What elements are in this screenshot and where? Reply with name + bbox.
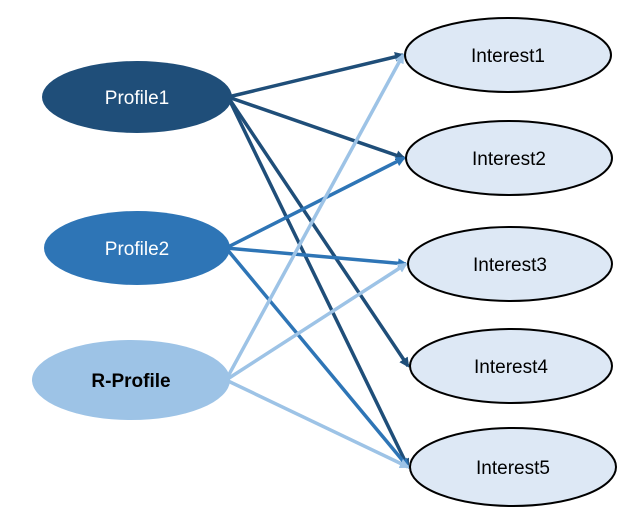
- edge-profile2-to-interest2: [225, 156, 406, 250]
- node-shape-profile1: [42, 61, 232, 133]
- edge-rprofile-to-interest5: [225, 378, 410, 469]
- node-interest4: Interest4: [409, 328, 613, 404]
- node-label-interest1: Interest1: [471, 46, 545, 67]
- node-label-interest4: Interest4: [474, 357, 548, 378]
- node-label-profile1: Profile1: [105, 88, 169, 109]
- node-profile1: Profile1: [42, 61, 232, 133]
- node-rprofile: R-Profile: [32, 340, 230, 420]
- edges-layer: [224, 52, 410, 469]
- edge-rprofile-to-interest3: [225, 262, 408, 382]
- node-interest3: Interest3: [407, 226, 613, 302]
- node-profile2: Profile2: [44, 211, 230, 285]
- node-shape-interest3: [407, 226, 613, 302]
- node-shape-rprofile: [32, 340, 230, 420]
- node-shape-interest4: [409, 328, 613, 404]
- node-shape-interest2: [405, 120, 613, 196]
- edge-profile1-to-interest4: [226, 96, 410, 368]
- node-interest1: Interest1: [404, 17, 612, 93]
- node-interest2: Interest2: [405, 120, 613, 196]
- node-label-rprofile: R-Profile: [91, 371, 170, 392]
- node-interest5: Interest5: [409, 427, 617, 507]
- node-label-interest2: Interest2: [472, 149, 546, 170]
- edge-profile1-to-interest1: [227, 52, 405, 99]
- edge-profile2-to-interest3: [225, 246, 408, 269]
- node-label-profile2: Profile2: [105, 239, 169, 260]
- edge-rprofile-to-interest1: [224, 53, 405, 381]
- node-label-interest3: Interest3: [473, 255, 547, 276]
- edge-profile1-to-interest2: [227, 95, 406, 161]
- node-shape-interest5: [409, 427, 617, 507]
- node-shape-profile2: [44, 211, 230, 285]
- edge-profile2-to-interest5: [224, 246, 410, 469]
- edge-profile1-to-interest5: [226, 96, 410, 469]
- node-label-interest5: Interest5: [476, 458, 550, 479]
- node-shape-interest1: [404, 17, 612, 93]
